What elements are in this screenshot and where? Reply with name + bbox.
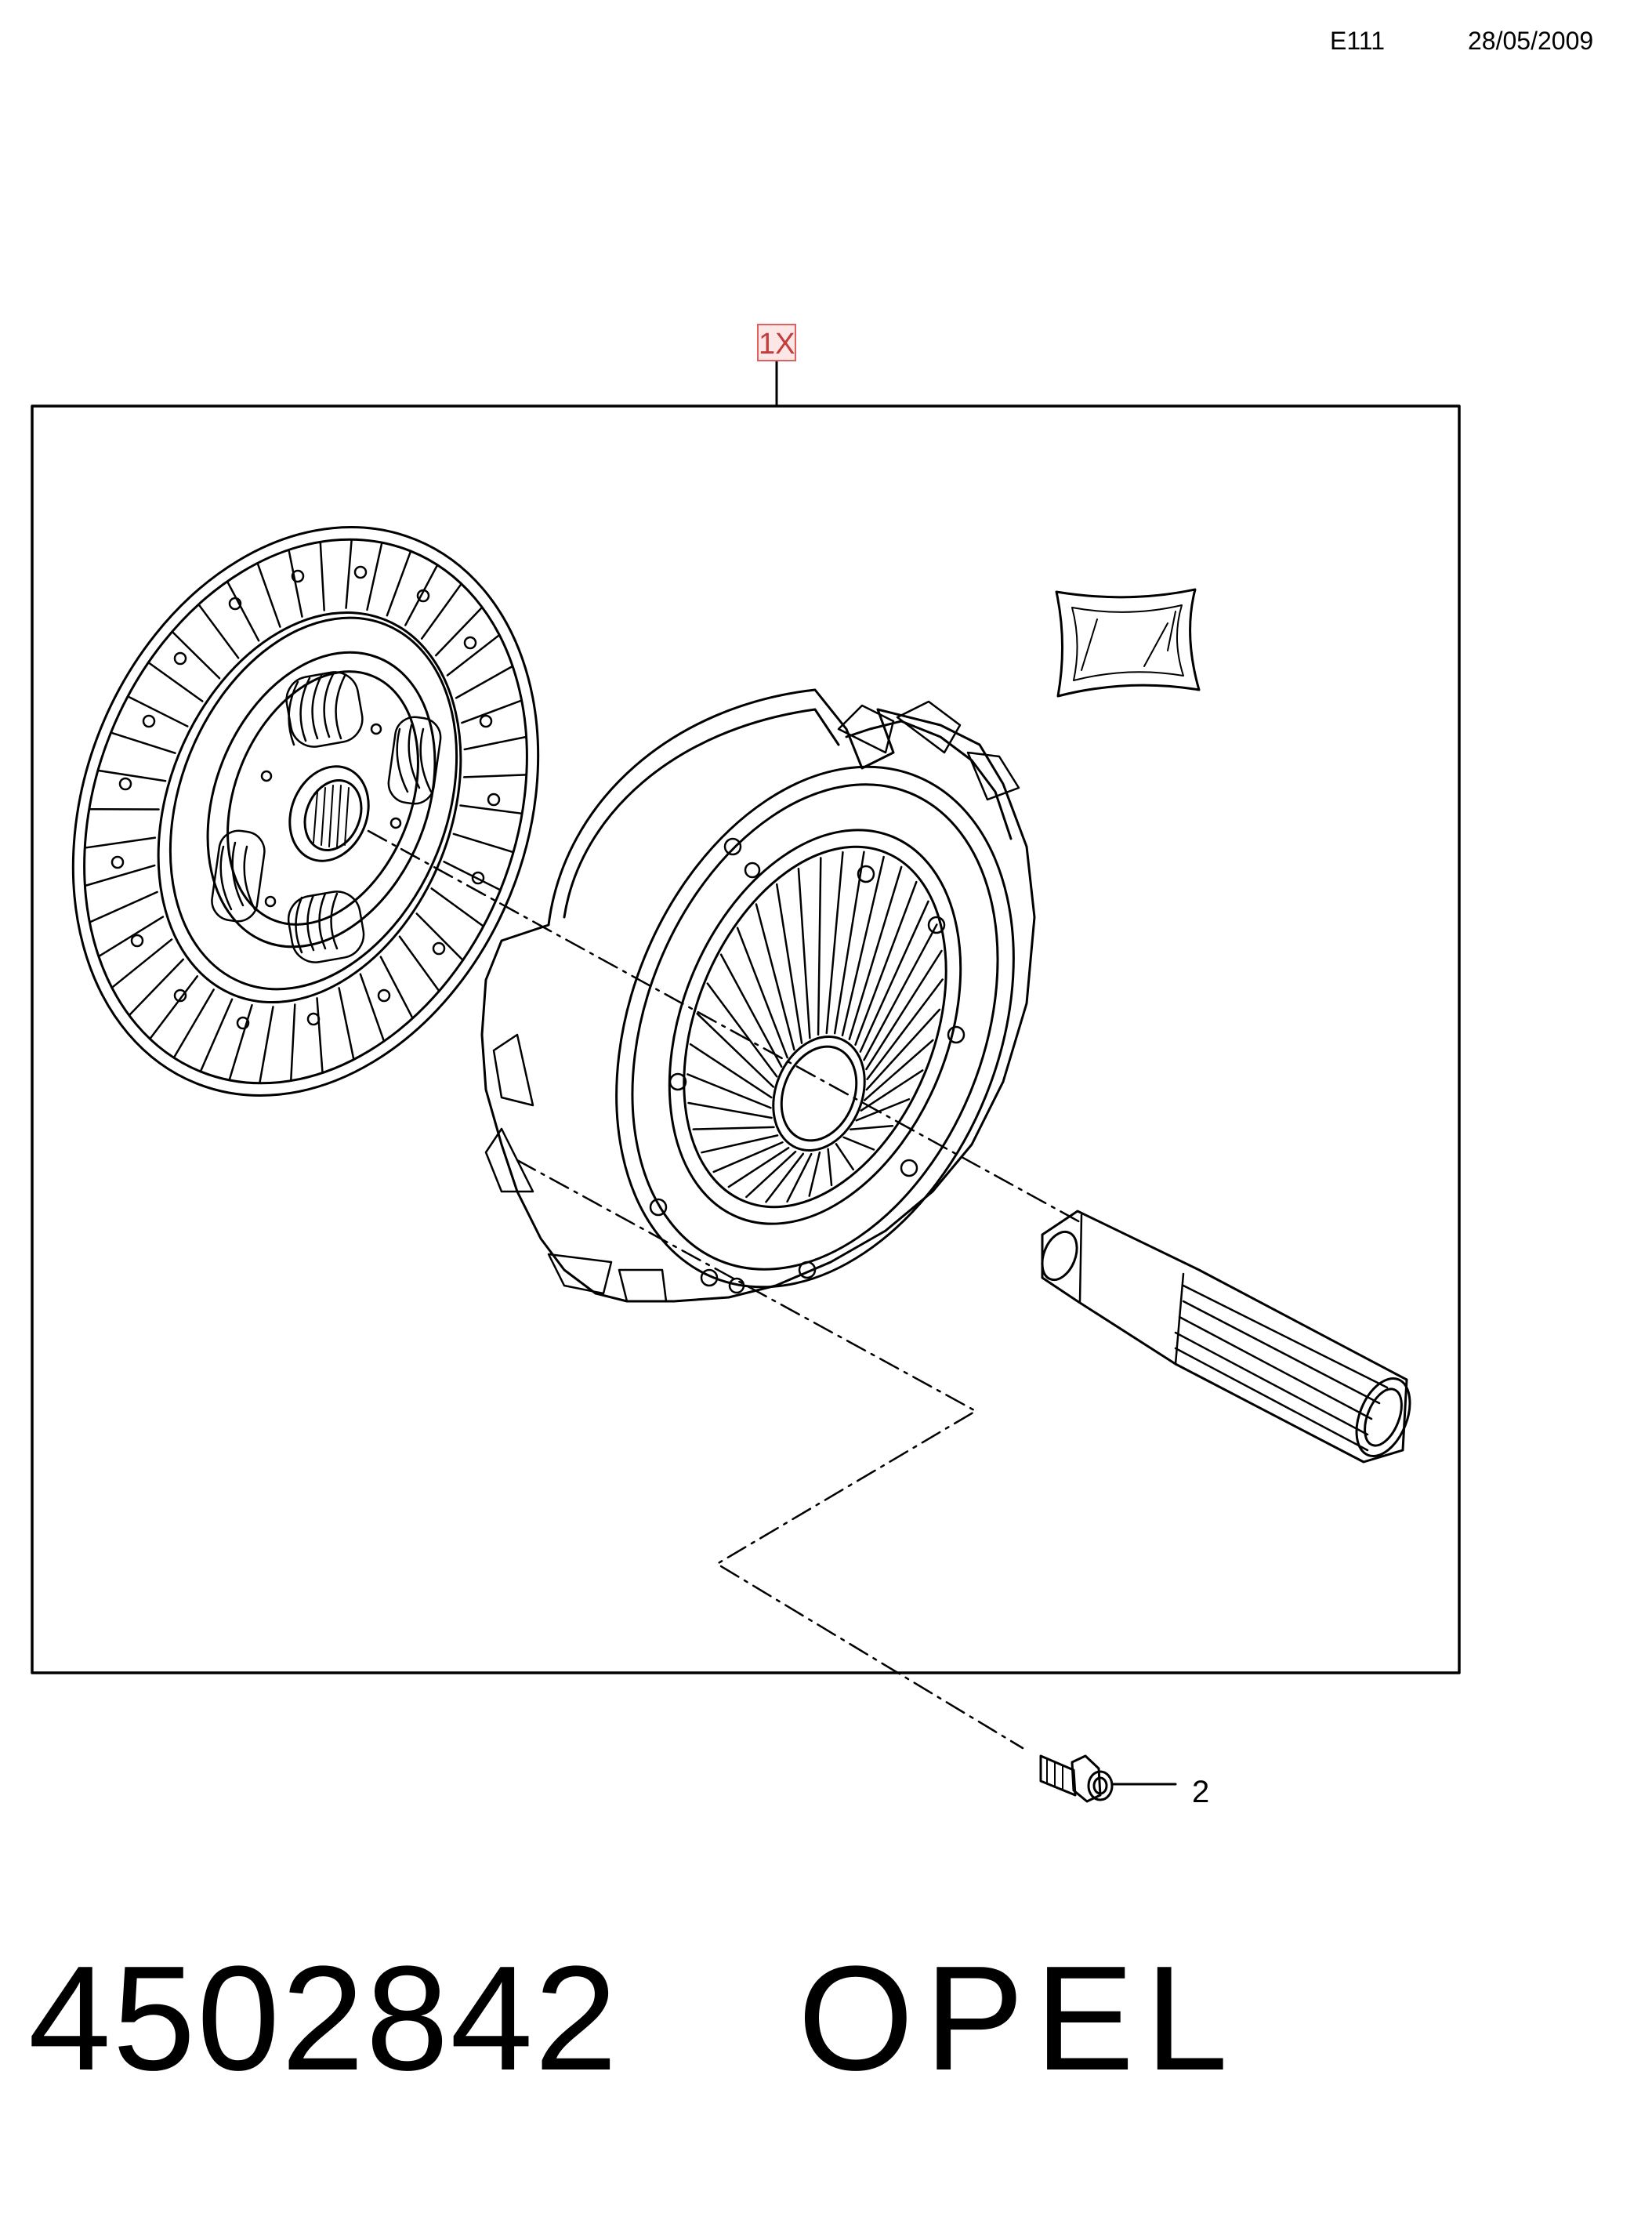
diaphragm-finger: [865, 1008, 941, 1091]
diaphragm-finger: [842, 1136, 875, 1151]
disc-rib: [430, 887, 485, 927]
disc-rib: [147, 661, 204, 702]
disc-rib: [461, 699, 523, 724]
disc-rib: [338, 987, 355, 1061]
diaphragm-finger: [701, 1134, 779, 1154]
item-ref-bolt: 2: [1192, 1775, 1210, 1809]
diaphragm-finger: [797, 867, 811, 1039]
kit-frame: [31, 404, 1461, 1674]
diagram-date: 28/05/2009: [1468, 27, 1594, 55]
disc-rib: [96, 769, 167, 782]
diagram-code: E111: [1330, 27, 1385, 55]
disc-rib: [345, 538, 353, 609]
diaphragm-finger: [727, 1147, 790, 1188]
disc-rib: [288, 549, 303, 618]
diaphragm-finger: [687, 1073, 772, 1109]
grease-sachet-drawing: [1055, 588, 1201, 698]
diaphragm-finger: [854, 880, 918, 1046]
diaphragm-finger: [808, 1151, 821, 1197]
diaphragm-finger: [860, 1069, 924, 1112]
diaphragm-finger: [825, 851, 844, 1035]
diaphragm-finger: [850, 1125, 894, 1131]
disc-rib: [379, 956, 414, 1020]
disc-rib: [110, 938, 173, 989]
disc-rib: [459, 804, 523, 815]
diaphragm-finger: [706, 982, 778, 1078]
disc-rib: [228, 1003, 253, 1082]
diaphragm-finger: [863, 1039, 934, 1101]
disc-rib: [398, 935, 440, 992]
bolt-drawing: [1039, 1754, 1177, 1803]
quantity-callout: 1X: [757, 324, 796, 361]
diaphragm-finger: [865, 949, 943, 1071]
clutch-disc-drawing: [71, 525, 540, 1097]
diaphragm-finger: [835, 1143, 855, 1171]
disc-rib: [126, 695, 189, 727]
disc-rib: [452, 832, 515, 854]
part-number: 4502842: [28, 1935, 619, 2102]
disc-rib: [226, 580, 260, 642]
diaphragm-finger: [775, 883, 803, 1044]
diaphragm-finger: [817, 857, 822, 1036]
diaphragm-finger: [712, 1141, 784, 1173]
disc-rib: [97, 916, 165, 958]
diaphragm-finger: [745, 1150, 797, 1199]
disc-rib: [386, 550, 412, 617]
disc-rib: [171, 630, 221, 680]
diaphragm-finger: [827, 1148, 833, 1187]
assembly-centerlines: [367, 829, 1083, 1750]
disc-rib: [463, 735, 527, 751]
disc-rib: [455, 665, 514, 699]
disc-rib: [110, 731, 176, 754]
disc-rib: [259, 1006, 274, 1085]
disc-rib: [366, 541, 383, 611]
diaphragm-finger: [736, 927, 788, 1059]
diaphragm-finger: [755, 903, 795, 1051]
disc-rib: [434, 606, 484, 657]
diaphragm-finger: [841, 855, 885, 1037]
diaphragm-finger: [833, 851, 865, 1035]
disc-rib: [84, 864, 156, 887]
diaphragm-finger: [786, 1152, 813, 1203]
disc-rib: [462, 774, 527, 778]
disc-rib: [415, 912, 464, 962]
diaphragm-finger: [687, 1101, 773, 1119]
disc-rib: [319, 541, 325, 611]
disc-rib: [420, 582, 462, 640]
pressure-plate-drawing: [480, 688, 1036, 1303]
diaphragm-finger: [692, 1126, 775, 1130]
diaphragm-finger: [859, 900, 929, 1053]
disc-rib: [446, 633, 501, 677]
disc-rib: [89, 891, 158, 923]
diaphragm-finger: [848, 865, 903, 1040]
diaphragm-finger: [689, 1043, 773, 1099]
disc-rib: [197, 603, 240, 659]
disc-rib: [289, 1003, 296, 1082]
disc-rib: [149, 975, 199, 1040]
disc-rib: [199, 998, 234, 1073]
diaphragm-finger: [855, 1098, 911, 1122]
disc-rib: [404, 564, 439, 626]
disc-rib: [128, 958, 185, 1017]
diaphragm-finger: [866, 978, 944, 1080]
disc-rib: [256, 562, 281, 628]
diaphragm-finger: [719, 953, 783, 1068]
diaphragm-finger: [863, 923, 938, 1061]
brand-name: OPEL: [798, 1935, 1239, 2102]
disc-rib: [84, 836, 157, 849]
diaphragm-finger: [696, 1012, 775, 1088]
alignment-tool-drawing: [1041, 1210, 1411, 1464]
disc-rib: [172, 988, 215, 1059]
disc-rib: [359, 973, 386, 1043]
disc-rib: [316, 997, 324, 1074]
diaphragm-finger: [765, 1152, 805, 1203]
